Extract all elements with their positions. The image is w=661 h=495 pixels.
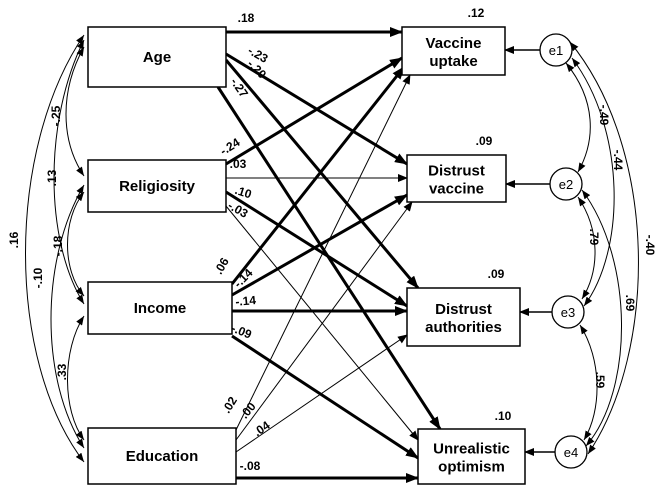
r-squared-distrust_authorities: .09 [488,267,505,281]
path-coef-religiosity-unrealistic_optimism: -.03 [226,198,251,221]
error-correlation-coef-e1-e2: -.49 [597,105,611,126]
path-arrow-religiosity-distrust_authorities [225,190,408,308]
outcome-box-distrust_authorities [406,287,521,347]
error-correlation-arc-e2-e3 [577,196,596,300]
path-coef-income-distrust_authorities: -.14 [235,293,257,309]
error-correlation-coef-e3-e4: .59 [593,372,607,389]
error-correlation-arc-e1-e4 [569,41,639,455]
error-correlation-coef-e1-e3: -.44 [611,150,625,171]
correlation-arc-age-income [53,39,85,305]
r-squared-distrust_vaccine: .09 [476,134,493,148]
error-correlation-arc-e1-e2 [565,62,591,173]
correlation-coef-age-religiosity: -.25 [49,105,63,126]
predictor-label-income: Income [134,300,187,317]
correlation-arc-religiosity-income [67,191,85,297]
outcome-box-unrealistic_optimism [417,428,526,485]
predictor-box-age [87,26,227,88]
error-label-e3: e3 [561,305,575,320]
error-correlation-arc-e2-e4 [581,189,622,447]
path-arrow-income-unrealistic_optimism [231,334,419,460]
path-coef-age-unrealistic_optimism: -.27 [228,75,252,100]
correlation-arc-religiosity-education [50,184,85,449]
path-arrow-education-distrust_authorities [235,334,408,453]
path-coef-religiosity-distrust_authorities: .10 [233,183,254,202]
predictor-label-age: Age [143,49,171,66]
outcome-box-distrust_vaccine [406,154,507,203]
path-coef-education-unrealistic_optimism: -.08 [240,459,261,473]
error-circle-e2 [549,167,583,201]
correlation-coef-religiosity-education: -.10 [31,267,45,288]
error-label-e1: e1 [549,43,563,58]
error-circle-e3 [551,295,585,329]
error-circle-e4 [554,435,588,469]
error-correlation-coef-e1-e4: -.40 [643,235,657,256]
correlation-coef-religiosity-income: -.18 [51,235,65,256]
correlation-arc-age-education [25,34,85,463]
path-arrow-religiosity-vaccine_uptake [225,56,403,166]
error-label-e2: e2 [559,177,573,192]
path-coef-education-distrust_authorities: .04 [251,418,273,439]
error-label-e4: e4 [564,445,578,460]
path-arrow-education-distrust_vaccine [235,201,413,441]
path-coef-religiosity-distrust_vaccine: .03 [230,157,247,171]
path-arrow-education-vaccine_uptake [235,74,411,431]
r-squared-unrealistic_optimism: .10 [495,409,512,423]
predictor-label-religiosity: Religiosity [119,178,196,195]
path-coef-income-vaccine_uptake: .06 [211,255,232,277]
error-correlation-coef-e2-e3: .79 [587,229,601,246]
outcome-box-vaccine_uptake [401,26,506,76]
predictor-box-education [87,427,237,485]
path-arrow-age-distrust_authorities [224,59,420,289]
error-circle-e1 [539,33,573,67]
error-correlation-coef-e2-e4: .69 [623,295,637,312]
correlation-arc-age-religiosity [65,46,85,177]
correlation-coef-age-education: .16 [7,231,21,248]
path-coef-age-vaccine_uptake: .18 [238,11,255,25]
r-squared-vaccine_uptake: .12 [468,6,485,20]
correlation-coef-age-income: .13 [45,169,59,186]
path-coef-income-unrealistic_optimism: -.09 [229,321,254,342]
path-arrow-income-vaccine_uptake [230,66,406,285]
correlation-coef-income-education: .33 [55,363,69,380]
path-coef-education-distrust_vaccine: .00 [237,399,259,421]
predictor-box-income [87,281,233,335]
predictor-label-education: Education [126,448,199,465]
path-arrow-income-distrust_vaccine [231,193,408,297]
predictor-box-religiosity [87,159,227,213]
path-coef-income-distrust_vaccine: -.14 [231,266,256,291]
